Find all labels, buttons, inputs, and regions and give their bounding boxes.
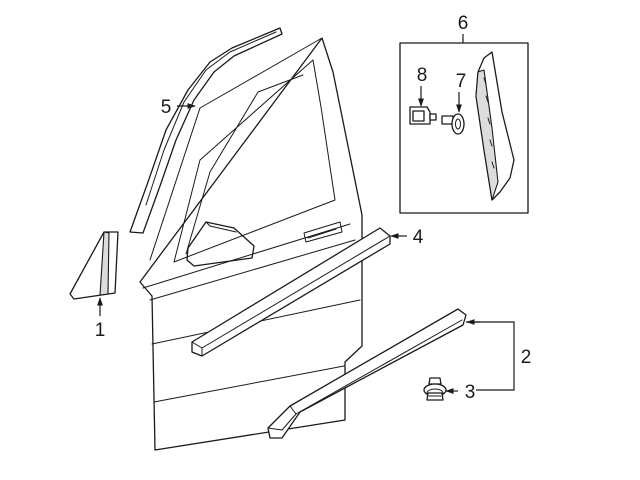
callout-6: 6 xyxy=(458,13,469,34)
lower-door-molding xyxy=(267,308,467,439)
callout-7: 7 xyxy=(456,71,467,92)
leader-lines xyxy=(97,34,515,394)
callout-2: 2 xyxy=(521,347,532,368)
upper-frame-molding xyxy=(129,27,283,234)
callout-labels: 1 2 3 4 5 6 7 8 xyxy=(95,13,532,403)
applique-kit-box xyxy=(399,42,529,214)
molding-clip xyxy=(423,377,447,401)
door-mirror-patch xyxy=(186,221,255,267)
leader-2-bracket xyxy=(466,321,515,391)
callout-4: 4 xyxy=(413,227,424,248)
door-outline xyxy=(139,37,363,451)
belt-molding xyxy=(191,227,391,357)
pillar-applique xyxy=(475,51,515,201)
callout-5: 5 xyxy=(161,97,172,118)
front-patch-trim xyxy=(69,231,119,300)
callout-3: 3 xyxy=(465,382,476,403)
callout-8: 8 xyxy=(417,65,428,86)
applique-screw xyxy=(441,113,465,135)
callout-1: 1 xyxy=(95,320,106,341)
applique-clip xyxy=(409,106,437,125)
